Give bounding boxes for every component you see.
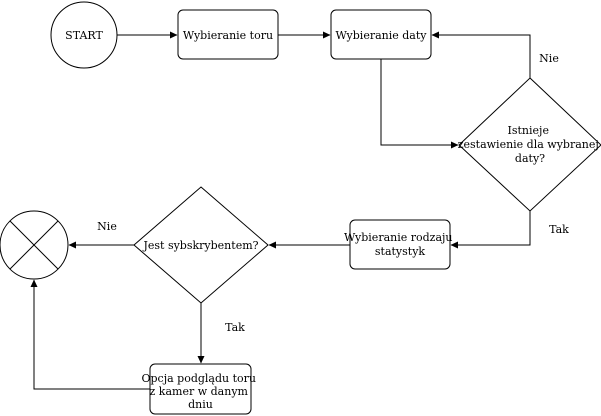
edge-exists-no-to-date bbox=[431, 31, 531, 78]
report-exists-line-2: zestawienie dla wybranej bbox=[458, 138, 599, 151]
report-exists-decision[interactable]: Istnieje zestawienie dla wybranej daty? bbox=[458, 77, 601, 212]
end-node[interactable] bbox=[0, 210, 69, 280]
edge-label-yes-right: Tak bbox=[549, 223, 569, 236]
edge-label-no-left: Nie bbox=[97, 220, 117, 233]
report-exists-line-1: Istnieje bbox=[508, 124, 549, 137]
select-track-node[interactable]: Wybieranie toru bbox=[177, 9, 279, 60]
subscriber-decision[interactable]: Jest sybskrybentem? bbox=[133, 186, 269, 304]
end-cross-line-2 bbox=[9, 220, 59, 270]
camera-preview-line-1: Opcja podglądu toru bbox=[141, 372, 256, 385]
report-exists-label: Istnieje zestawienie dla wybranej daty? bbox=[458, 124, 601, 165]
camera-preview-node[interactable]: Opcja podglądu toru z kamer w danym dniu bbox=[141, 363, 259, 415]
camera-preview-label: Opcja podglądu toru z kamer w danym dniu bbox=[141, 372, 259, 411]
select-stats-line-2: statystyk bbox=[375, 245, 426, 258]
edge-date-to-exists bbox=[380, 59, 459, 149]
start-label: START bbox=[65, 29, 103, 42]
start-node[interactable]: START bbox=[50, 1, 118, 69]
edge-preview-to-end bbox=[30, 279, 150, 390]
select-stats-node[interactable]: Wybieranie rodzaju statystyk bbox=[344, 219, 456, 270]
camera-preview-line-2: z kamer w danym bbox=[150, 385, 249, 398]
select-stats-label: Wybieranie rodzaju statystyk bbox=[344, 231, 456, 258]
subscriber-label: Jest sybskrybentem? bbox=[142, 239, 258, 252]
edge-exists-yes-to-stats bbox=[450, 211, 531, 249]
edge-label-no-top: Nie bbox=[539, 52, 559, 65]
select-date-node[interactable]: Wybieranie daty bbox=[330, 9, 432, 60]
select-date-label: Wybieranie daty bbox=[335, 29, 427, 42]
select-track-label: Wybieranie toru bbox=[183, 29, 273, 42]
camera-preview-line-3: dniu bbox=[188, 398, 213, 411]
select-stats-line-1: Wybieranie rodzaju bbox=[344, 231, 453, 244]
report-exists-line-3: daty? bbox=[515, 152, 545, 165]
edge-label-yes-bottom: Tak bbox=[225, 321, 245, 334]
